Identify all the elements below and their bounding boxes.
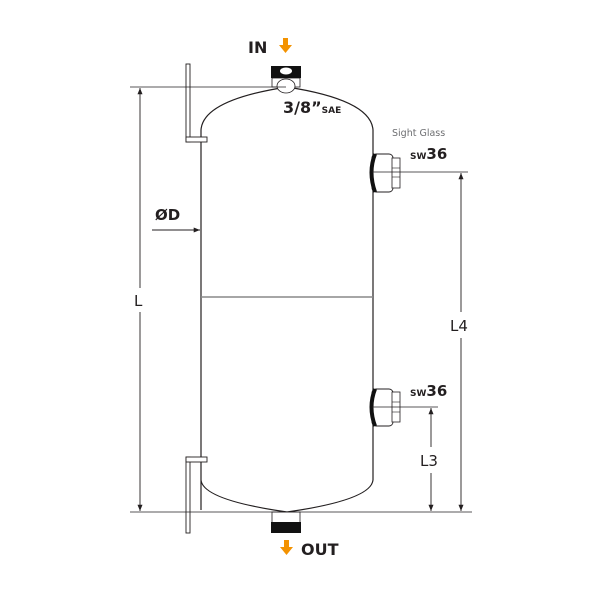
inlet-arrow-icon <box>279 38 292 53</box>
inlet-size-label: 3/8”SAE <box>283 98 341 117</box>
inlet-label: IN <box>248 38 267 57</box>
upper-sight-glass <box>369 153 401 193</box>
l3-label: L3 <box>420 452 438 470</box>
outlet-fitting <box>271 511 301 533</box>
lower-sight-glass <box>369 388 401 427</box>
upper-bracket <box>185 63 208 143</box>
diameter-label: ØD <box>155 206 180 224</box>
outlet-label: OUT <box>301 540 339 559</box>
outlet-arrow-icon <box>280 540 293 555</box>
sight-glass-label: Sight Glass <box>392 128 445 139</box>
tank-shell <box>200 86 374 513</box>
lower-bracket <box>185 456 208 534</box>
l4-label: L4 <box>450 317 468 335</box>
extension-lines <box>130 86 472 513</box>
lower-sw-label: SW36 <box>410 382 447 400</box>
inlet-fitting <box>271 66 301 94</box>
length-label: L <box>134 292 143 310</box>
upper-sw-label: SW36 <box>410 145 447 163</box>
